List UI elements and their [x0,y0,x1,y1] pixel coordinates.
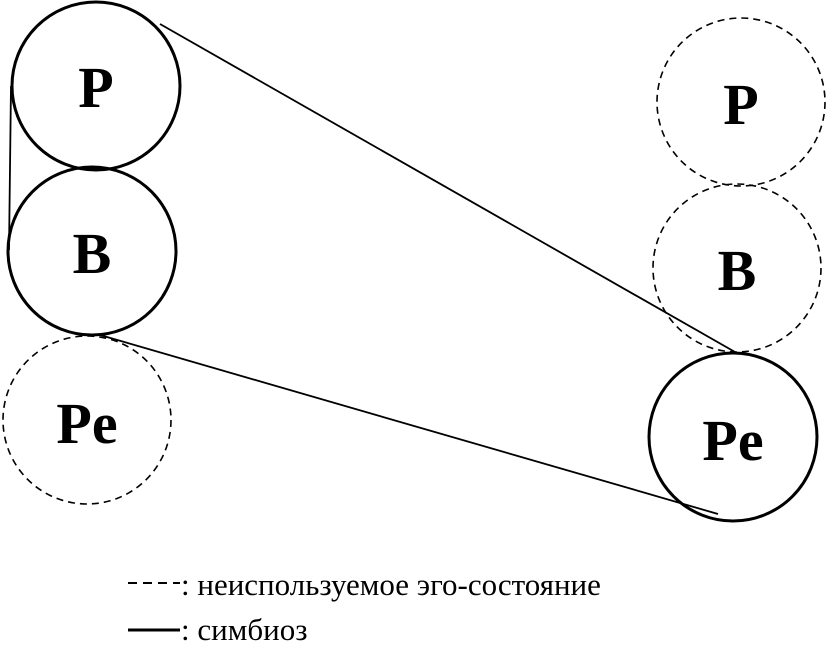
left-group: P B Pe [2,0,182,505]
left-child-label: Pe [56,391,117,456]
right-adult-label: B [718,238,757,303]
right-group: P B Pe [647,17,826,523]
legend: : неиспользуемое эго-состояние : симбиоз [128,567,601,647]
left-adult-label: B [73,221,112,286]
right-child-label: Pe [702,408,763,473]
link-left-adult-to-right-child [99,334,719,515]
right-child-circle [647,351,819,523]
right-parent-circle [656,17,826,187]
left-adult-circle [6,165,178,337]
legend-solid-label: : симбиоз [181,612,307,647]
legend-dashed-label: : неиспользуемое эго-состояние [181,567,601,602]
right-parent-label: P [723,72,758,137]
link-left-parent-to-right-child [159,23,736,353]
link-left-parent-adult [8,85,12,251]
left-parent-label: P [78,55,113,120]
left-parent-circle [10,0,182,172]
right-adult-circle [652,183,822,353]
left-child-circle [2,335,172,505]
